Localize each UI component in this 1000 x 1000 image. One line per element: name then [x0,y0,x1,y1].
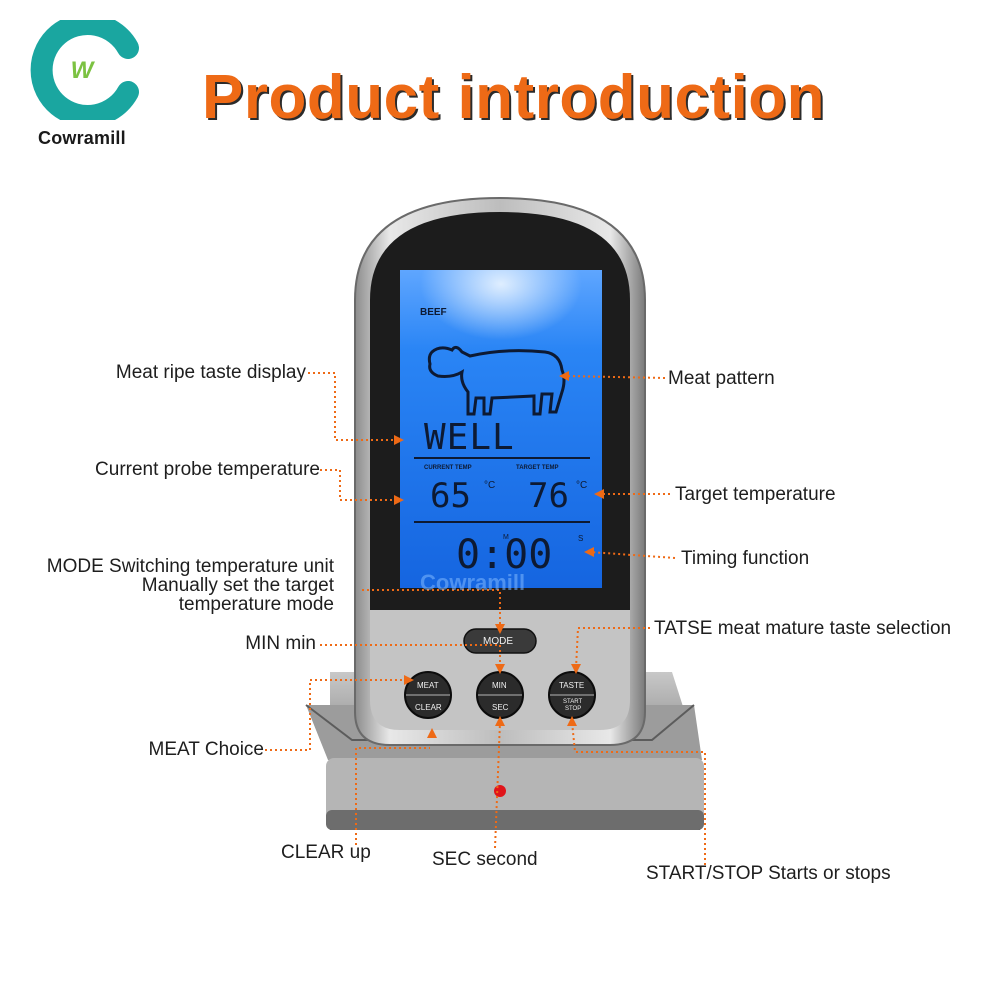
logo-mark: W [71,57,96,84]
label-sec-second: SEC second [432,849,538,870]
arrow-icon [404,675,414,685]
arrow-icon [559,371,569,381]
lcd-timer-min-unit: M [503,534,509,541]
label-tatse-selection: TATSE meat mature taste selection [654,618,952,639]
stop-button-label: STOP [565,706,582,712]
arrow-icon [394,435,404,445]
label-clear-up: CLEAR up [281,842,371,863]
label-meat-ripe-taste: Meat ripe taste display [115,362,306,383]
label-meat-pattern: Meat pattern [668,368,775,389]
meat-button-label: MEAT [417,681,439,690]
lcd-timer: 0:00 [456,532,553,578]
label-manual-target-1: Manually set the target [141,575,334,596]
arrow-icon [394,495,404,505]
lcd-target-temp-label: TARGET TEMP [516,465,559,471]
logo-ring-icon [30,20,139,120]
label-timing-function: Timing function [681,548,810,569]
arrow-icon [495,624,505,634]
lcd-doneness: WELL [424,417,515,458]
min-button-label: MIN [492,681,507,690]
arrow-icon [594,489,604,499]
logo-center [64,52,100,88]
button-panel [404,628,596,719]
arrow-icon [571,664,581,674]
leader-arrows [394,371,604,738]
label-target-temperature: Target temperature [675,484,836,505]
brand-logo: W [30,20,139,120]
taste-button-label: TASTE [559,681,585,690]
label-mode-switching: MODE Switching temperature unit [46,556,334,577]
leader-lines [265,372,706,865]
lcd-current-temp: 65 [430,476,471,516]
lcd-screen [400,270,602,588]
label-current-probe-temp: Current probe temperature [95,459,320,480]
mode-button-label: MODE [483,636,513,647]
arrow-icon [584,547,594,557]
cow-icon [427,345,566,416]
label-start-stop: START/STOP Starts or stops [646,863,891,884]
label-meat-choice: MEAT Choice [148,739,264,760]
page-title: Product introduction [202,63,826,132]
indicator-led-icon [494,785,506,797]
arrow-icon [427,728,437,738]
start-button-label: START [563,699,583,705]
arrow-icon [495,664,505,674]
lcd-meat-type: BEEF [420,307,447,318]
clear-button-label: CLEAR [415,703,442,712]
label-manual-target-2: temperature mode [178,594,334,615]
lcd-current-unit: °C [484,480,496,491]
label-min-min: MIN min [245,633,316,654]
arrow-icon [567,716,577,726]
lcd-target-temp: 76 [528,476,569,516]
brand-name: Cowramill [38,128,126,148]
arrow-icon [495,716,505,726]
watermark: Cowramill [420,570,526,595]
lcd-timer-sec-unit: S [578,534,584,543]
sec-button-label: SEC [492,703,509,712]
lcd-current-temp-label: CURRENT TEMP [424,465,472,471]
lcd-target-unit: °C [576,480,588,491]
